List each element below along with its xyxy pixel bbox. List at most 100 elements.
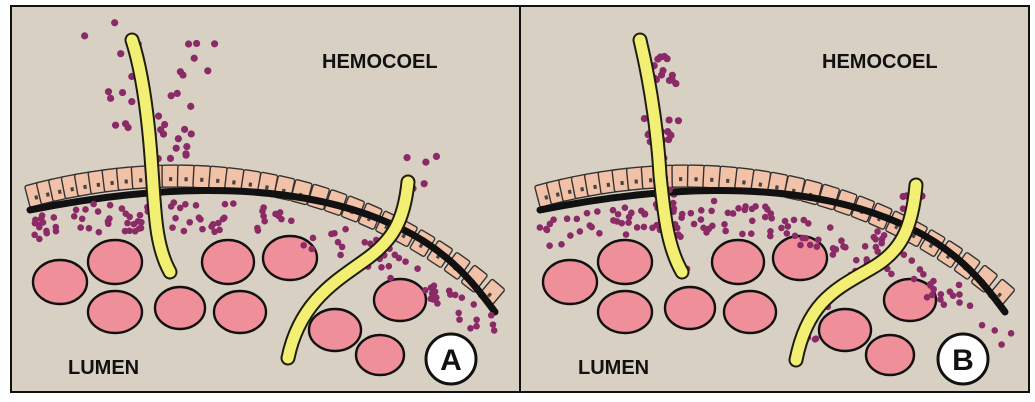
particle <box>51 214 58 221</box>
particle <box>342 226 349 233</box>
particle <box>564 215 571 222</box>
particle <box>641 224 648 231</box>
blood-cell <box>309 309 361 351</box>
panel-b-lumen-label: LUMEN <box>578 357 649 379</box>
particle <box>792 232 799 239</box>
epithelial-cell <box>687 165 704 187</box>
particle <box>309 246 316 253</box>
particle <box>470 301 477 308</box>
particle <box>596 230 603 237</box>
panel-b: HEMOCOEL LUMEN B <box>521 6 1029 392</box>
particle <box>473 316 480 323</box>
particle <box>666 77 673 84</box>
particle <box>628 210 635 217</box>
particle <box>186 219 193 226</box>
particle <box>179 71 186 78</box>
particle <box>967 302 974 309</box>
particle <box>929 292 936 299</box>
particle <box>183 143 190 150</box>
particle <box>221 214 228 221</box>
particle <box>698 216 705 223</box>
panel-a: HEMOCOEL LUMEN A <box>11 6 519 392</box>
particle <box>797 242 804 249</box>
particle <box>558 241 565 248</box>
particle <box>488 312 495 319</box>
blood-cell <box>598 291 652 333</box>
particle <box>663 55 670 62</box>
particle <box>577 228 584 235</box>
particle <box>831 246 838 253</box>
particle <box>122 228 129 235</box>
particle <box>812 336 819 343</box>
particle <box>414 265 421 272</box>
particle <box>838 237 845 244</box>
particle <box>709 222 716 229</box>
particle <box>908 257 915 264</box>
particle <box>768 215 775 222</box>
particle <box>204 67 211 74</box>
particle <box>181 228 188 235</box>
blood-cell <box>88 291 142 333</box>
particle <box>679 211 686 218</box>
particle <box>991 327 998 334</box>
particle <box>853 257 860 264</box>
particle <box>888 271 895 278</box>
particle <box>112 122 119 129</box>
particle <box>328 231 335 238</box>
particle <box>938 291 945 298</box>
particle <box>614 218 621 225</box>
particle <box>230 200 237 207</box>
particle <box>361 239 368 246</box>
particle <box>119 205 126 212</box>
particle <box>155 113 162 120</box>
particle <box>403 154 410 161</box>
particle <box>473 323 480 330</box>
particle <box>170 199 177 206</box>
blood-cell <box>866 335 914 375</box>
particle <box>947 288 954 295</box>
particle <box>387 275 394 282</box>
particle <box>547 221 554 228</box>
particle <box>32 220 39 227</box>
particle <box>175 135 182 142</box>
particle <box>215 220 222 227</box>
particle <box>722 228 729 235</box>
particle <box>272 211 279 218</box>
particle <box>584 210 591 217</box>
particle <box>117 50 124 57</box>
particle <box>762 203 769 210</box>
particle <box>126 214 133 221</box>
particle <box>814 243 821 250</box>
particle <box>335 239 342 246</box>
particle <box>137 212 144 219</box>
particle <box>433 153 440 160</box>
particle <box>956 291 963 298</box>
particle <box>199 226 206 233</box>
blood-cell <box>724 291 776 333</box>
particle <box>386 263 393 270</box>
particle <box>434 300 441 307</box>
particle <box>546 242 553 249</box>
particle <box>879 236 886 243</box>
blood-cell <box>88 240 142 284</box>
particle <box>784 230 791 237</box>
particle <box>840 243 847 250</box>
particle <box>310 235 317 242</box>
blood-cell <box>202 240 254 284</box>
particle <box>136 225 143 232</box>
particle <box>128 98 135 105</box>
particle <box>95 208 102 215</box>
particle <box>82 206 89 213</box>
panel-b-hemocoel-label: HEMOCOEL <box>822 51 938 73</box>
particle <box>742 203 749 210</box>
particle <box>188 130 195 137</box>
particle <box>721 221 728 228</box>
blood-cell <box>374 279 426 321</box>
particle <box>911 276 918 283</box>
particle <box>874 228 881 235</box>
epithelial-cell <box>162 165 179 187</box>
particle <box>782 218 789 225</box>
particle <box>459 294 466 301</box>
particle <box>862 243 869 250</box>
